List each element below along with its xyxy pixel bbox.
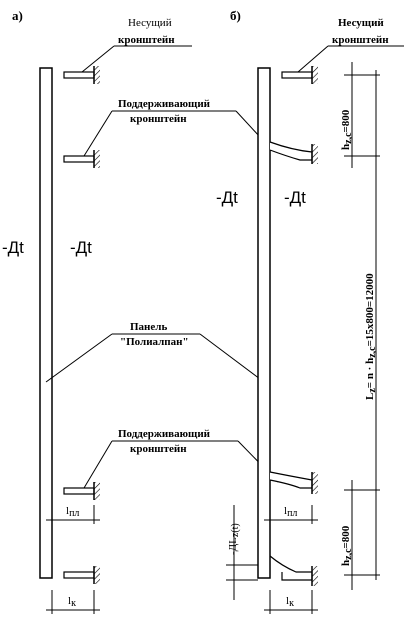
svg-text:Поддерживающий: Поддерживающий [118, 428, 211, 440]
panel-label: Панель "Полиалпан" [45, 321, 265, 383]
h-top-label: hz,c=800 [340, 109, 354, 150]
support-bracket-top-label: Поддерживающий кронштейн [83, 98, 273, 157]
panel-a-facade-panel [39, 67, 53, 579]
panel-a-bracket-3 [63, 482, 100, 500]
panel-a-lk-dimension: lк [46, 590, 100, 614]
panel-a-bracket-1 [63, 66, 100, 84]
h-bottom-label: hz,c=800 [340, 525, 354, 566]
svg-text:Несущий: Несущий [338, 17, 384, 29]
panel-b-bracket-3 [269, 471, 318, 494]
panel-b-facade-panel [257, 67, 271, 579]
panel-a-bracket-2 [63, 150, 100, 168]
svg-text:кронштейн: кронштейн [130, 443, 187, 455]
panel-a-letter: а) [12, 8, 23, 23]
svg-text:Панель: Панель [130, 321, 167, 333]
panel-b-dt-right: -Дt [284, 188, 306, 207]
panel-a-lpl-dimension: lпл [46, 505, 100, 524]
svg-text:кронштейн: кронштейн [130, 113, 187, 125]
panel-b-bearing-label: Несущий кронштейн [297, 17, 404, 73]
panel-a-bearing-label: Несущий кронштейн [81, 17, 192, 73]
panel-b-letter: б) [230, 8, 241, 23]
panel-a-dt-right: -Дt [70, 238, 92, 257]
svg-text:Поддерживающий: Поддерживающий [118, 98, 211, 110]
panel-b-bracket-4 [269, 555, 318, 586]
svg-text:lпл: lпл [284, 505, 297, 519]
svg-text:кронштейн: кронштейн [118, 34, 175, 46]
svg-text:lпл: lпл [66, 505, 79, 519]
panel-b-vertical-dimensions [344, 62, 380, 590]
svg-text:Несущий: Несущий [128, 17, 172, 29]
panel-a-dt-left: -Дt [2, 238, 24, 257]
svg-text:"Полиалпан": "Полиалпан" [120, 336, 189, 348]
support-bracket-bottom-label: Поддерживающий кронштейн [83, 428, 279, 489]
svg-text:-ДLz(t): -ДLz(t) [227, 523, 241, 555]
panel-b-lpl-dimension: lпл [264, 505, 318, 524]
lz-total-label: Lz= n · hz,c=15x800=12000 [364, 273, 378, 400]
panel-a-bracket-4 [63, 566, 100, 584]
svg-text:lк: lк [286, 595, 294, 609]
panel-b-bracket-1 [281, 66, 318, 84]
panel-b-dl-dimension: -ДLz(t) [226, 505, 258, 600]
panel-b-dt-left: -Дt [216, 188, 238, 207]
panel-b-lk-dimension: lк [264, 590, 318, 614]
panel-b-bracket-2 [269, 141, 318, 164]
svg-text:кронштейн: кронштейн [332, 34, 389, 46]
svg-text:lк: lк [68, 595, 76, 609]
